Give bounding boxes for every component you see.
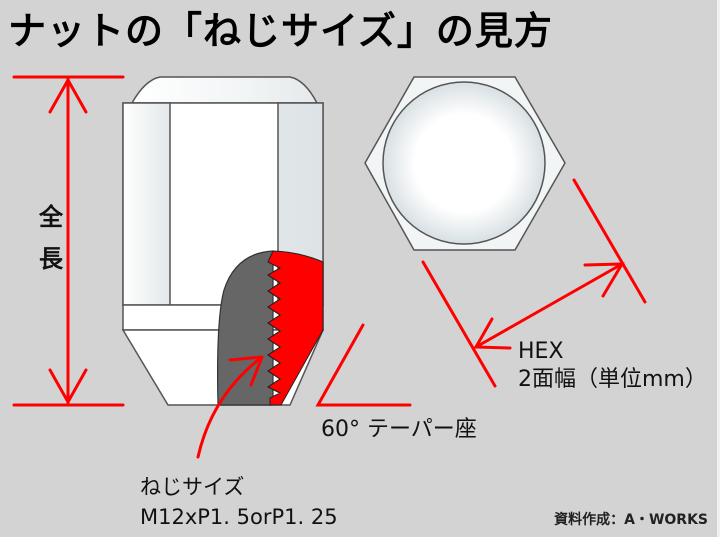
nut-hex-view	[364, 76, 566, 251]
overall-length-char-2: 長	[39, 245, 63, 273]
hex-label-line1: HEX	[518, 339, 564, 364]
overall-length-char-1: 全	[39, 203, 63, 231]
thread-label-line2: M12xP1. 5orP1. 25	[140, 505, 338, 529]
hex-width-label: HEX 2面幅（単位mm）	[518, 338, 707, 394]
overall-length-label: 全 長	[37, 196, 65, 280]
taper-angle-marker	[315, 323, 412, 407]
page-title: ナットの「ねじサイズ」の見方	[8, 9, 553, 53]
hex-width-dimension	[421, 178, 647, 388]
credit-text: 資料作成：A・WORKS	[554, 512, 708, 528]
hex-label-line2: 2面幅（単位mm）	[518, 367, 707, 392]
overall-length-dimension	[12, 75, 125, 407]
taper-seat-label: 60° テーパー座	[321, 417, 477, 442]
right-edge-strip	[717, 0, 720, 537]
thread-label-line1: ねじサイズ	[140, 475, 245, 499]
thread-size-arrow	[196, 355, 264, 459]
thread-size-label: ねじサイズ M12xP1. 5orP1. 25	[140, 472, 338, 532]
